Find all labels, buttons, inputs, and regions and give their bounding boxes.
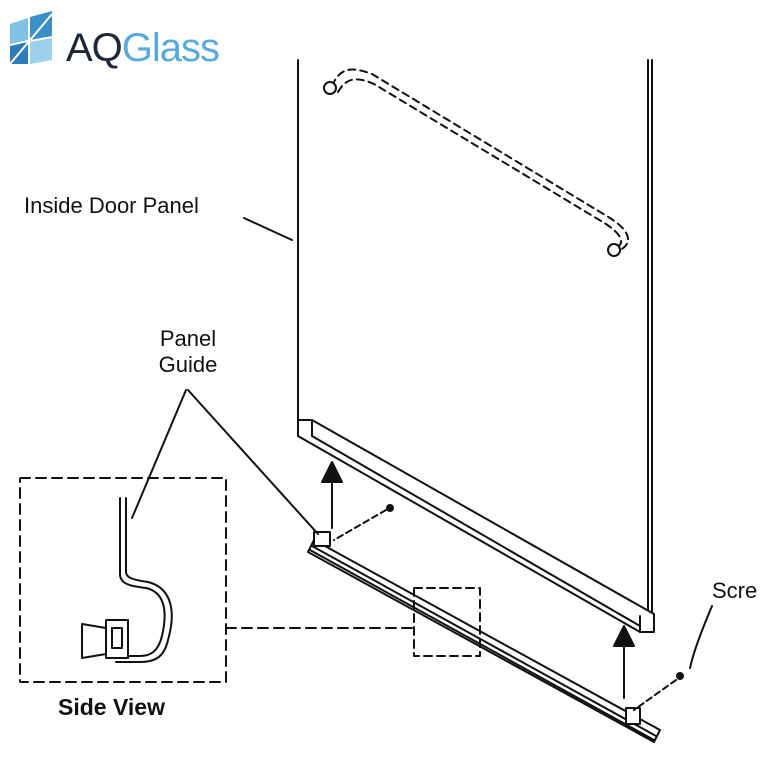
label-panel-guide-line1: Panel	[159, 326, 217, 351]
screw-line-left	[333, 509, 387, 541]
label-panel-guide-line2: Guide	[158, 352, 218, 377]
handle-knob-bottom	[607, 243, 621, 257]
glass-panes-icon	[9, 11, 53, 65]
leader-screw	[689, 605, 713, 669]
leader-guide-b	[131, 389, 187, 519]
lift-arrow-right	[613, 625, 635, 699]
leader-door	[243, 217, 293, 241]
screw-right	[676, 672, 684, 680]
handle-knob-top	[323, 81, 337, 95]
label-panel-guide: Panel Guide	[148, 326, 228, 378]
handle-dashed	[331, 68, 629, 251]
screw-line-right	[633, 679, 677, 711]
screw-left	[386, 504, 394, 512]
brand-aq: AQ	[66, 26, 123, 70]
label-screw: Scre	[712, 578, 758, 603]
side-view-profile	[81, 497, 173, 663]
panel-guide-track	[307, 531, 661, 743]
detail-marker	[413, 587, 481, 657]
brand-logo: AQGlass	[6, 10, 246, 70]
leader-guide-a	[187, 389, 319, 535]
brand-glass: Glass	[121, 26, 220, 70]
lift-arrow-left	[321, 461, 343, 529]
brand-wordmark: AQGlass	[66, 24, 220, 72]
label-side-view: Side View	[58, 694, 165, 720]
inside-door-panel	[297, 59, 655, 633]
side-view-box	[19, 477, 227, 683]
label-inside-door-panel: Inside Door Panel	[24, 193, 199, 218]
